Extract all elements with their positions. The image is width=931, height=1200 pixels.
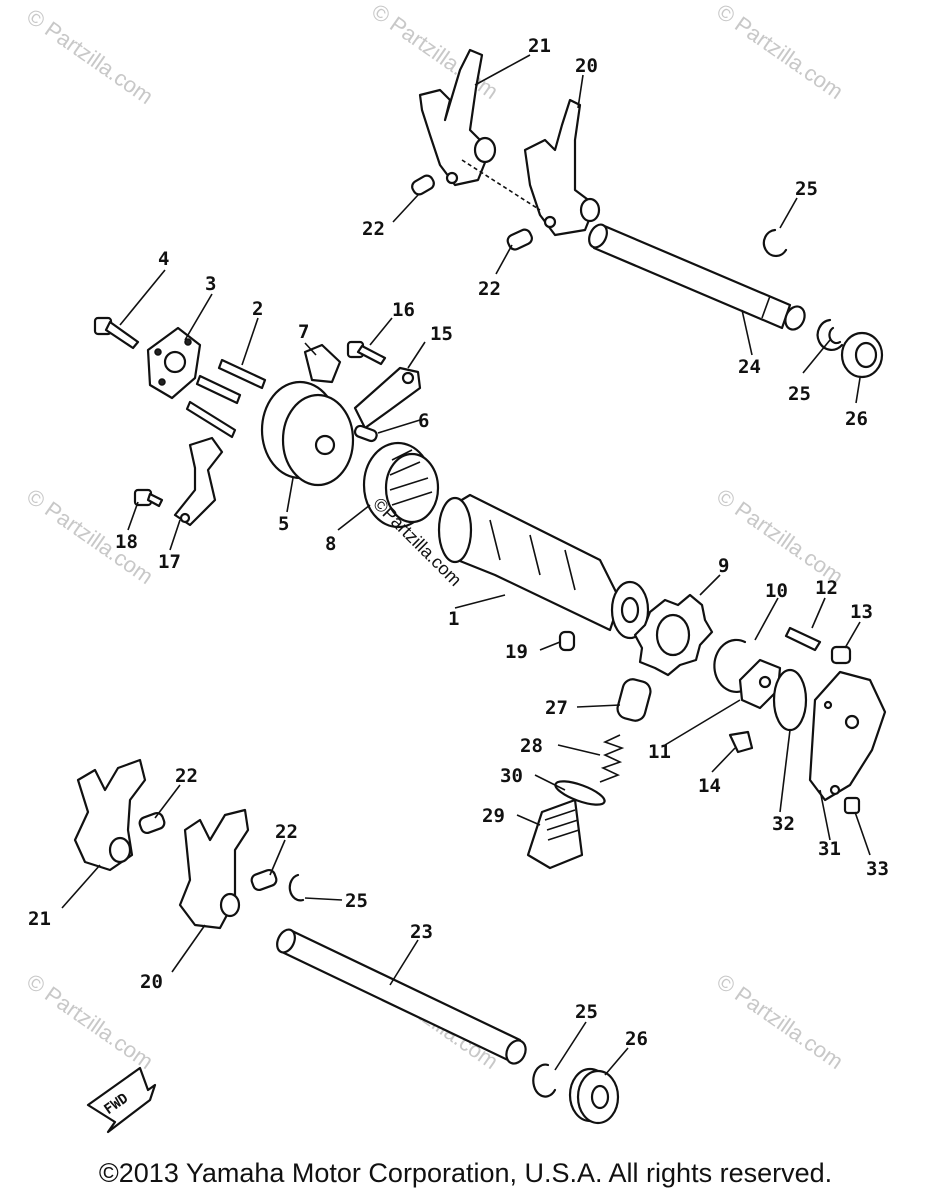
segment-9 bbox=[633, 593, 714, 677]
callout-2: 2 bbox=[252, 298, 263, 320]
callout-24: 24 bbox=[738, 356, 761, 378]
callout-20: 20 bbox=[140, 971, 163, 993]
shift-fork-shaft-24 bbox=[588, 223, 806, 331]
pin-2 bbox=[185, 358, 267, 439]
bolt-4 bbox=[93, 316, 140, 350]
shift-fork-20-bottom bbox=[178, 808, 250, 930]
screw-16 bbox=[346, 340, 387, 366]
callout-26: 26 bbox=[625, 1028, 648, 1050]
spring-28 bbox=[599, 734, 625, 783]
callout-9: 9 bbox=[718, 555, 729, 577]
washer-30 bbox=[554, 780, 606, 806]
watermark: © Partzilla.com bbox=[712, 0, 848, 104]
callout-27: 27 bbox=[545, 697, 568, 719]
watermark: © Partzilla.com bbox=[22, 969, 158, 1075]
callout-21: 21 bbox=[528, 35, 551, 57]
watermarks: © Partzilla.com © Partzilla.com © Partzi… bbox=[22, 0, 848, 1074]
callout-13: 13 bbox=[850, 601, 873, 623]
callout-22: 22 bbox=[362, 218, 385, 240]
callout-18: 18 bbox=[115, 531, 138, 553]
callout-12: 12 bbox=[815, 577, 838, 599]
shift-fork-21-top bbox=[418, 48, 497, 187]
pin-19 bbox=[558, 630, 576, 652]
callout-16: 16 bbox=[392, 299, 415, 321]
segment-plate-3 bbox=[146, 326, 202, 400]
callout-5: 5 bbox=[278, 513, 289, 535]
callout-33: 33 bbox=[866, 858, 889, 880]
callout-7: 7 bbox=[298, 321, 309, 343]
callout-20: 20 bbox=[575, 55, 598, 77]
callout-10: 10 bbox=[765, 580, 788, 602]
callout-30: 30 bbox=[500, 765, 523, 787]
callout-22: 22 bbox=[175, 765, 198, 787]
o-ring-32 bbox=[772, 668, 808, 732]
circlip-25-b bbox=[816, 318, 844, 351]
shift-fork-shaft-23 bbox=[276, 928, 527, 1065]
cover-31 bbox=[808, 670, 887, 802]
callout-15: 15 bbox=[430, 323, 453, 345]
callout-22: 22 bbox=[478, 278, 501, 300]
callout-28: 28 bbox=[520, 735, 543, 757]
callout-3: 3 bbox=[205, 273, 216, 295]
screw-33 bbox=[843, 796, 861, 815]
watermark: © Partzilla.com bbox=[22, 4, 158, 110]
callout-17: 17 bbox=[158, 551, 181, 573]
copyright-footer: ©2013 Yamaha Motor Corporation, U.S.A. A… bbox=[98, 1158, 833, 1188]
washer-26-top bbox=[840, 331, 884, 379]
circlip-25-d bbox=[532, 1063, 557, 1098]
plug-29 bbox=[526, 798, 584, 870]
callout-labels: 21 20 22 22 25 24 25 26 4 3 2 7 16 15 6 … bbox=[28, 35, 889, 1050]
callout-25: 25 bbox=[788, 383, 811, 405]
callout-26: 26 bbox=[845, 408, 868, 430]
pin-27 bbox=[616, 678, 652, 722]
shift-drum-1 bbox=[437, 493, 650, 640]
guide-pin-22-top-a bbox=[411, 174, 435, 196]
plug-13 bbox=[830, 645, 852, 665]
shift-fork-21-bottom bbox=[73, 758, 147, 872]
callout-25: 25 bbox=[575, 1001, 598, 1023]
callout-21: 21 bbox=[28, 908, 51, 930]
callout-4: 4 bbox=[158, 248, 169, 270]
callout-11: 11 bbox=[648, 741, 671, 763]
screw-18 bbox=[133, 488, 164, 508]
washer-26-bottom bbox=[568, 1067, 620, 1125]
shift-cam-5 bbox=[260, 380, 355, 487]
part-14 bbox=[728, 730, 754, 754]
guide-pin-22-top-b bbox=[506, 228, 533, 251]
callout-25: 25 bbox=[345, 890, 368, 912]
pin-6 bbox=[353, 424, 378, 443]
callout-25: 25 bbox=[795, 178, 818, 200]
pin-12 bbox=[784, 626, 822, 652]
guide-pin-22-bottom-b bbox=[250, 868, 278, 892]
circlip-25-a bbox=[762, 228, 788, 258]
callout-22: 22 bbox=[275, 821, 298, 843]
fwd-arrow-icon: FWD bbox=[86, 1066, 157, 1134]
leader-lines bbox=[61, 54, 871, 1076]
circlip-25-c bbox=[288, 873, 305, 902]
bearing-8 bbox=[362, 441, 440, 529]
callout-6: 6 bbox=[418, 410, 429, 432]
guide-pin-22-bottom-a bbox=[138, 811, 166, 835]
callout-14: 14 bbox=[698, 775, 721, 797]
watermark: © Partzilla.com bbox=[367, 0, 503, 104]
watermark: © Partzilla.com bbox=[712, 484, 848, 590]
callout-19: 19 bbox=[505, 641, 528, 663]
plate-17 bbox=[173, 436, 224, 527]
part-7 bbox=[303, 343, 342, 384]
callout-29: 29 bbox=[482, 805, 505, 827]
shift-fork-20-top bbox=[523, 98, 601, 237]
callout-8: 8 bbox=[325, 533, 336, 555]
watermark: © Partzilla.com bbox=[712, 969, 848, 1075]
callout-23: 23 bbox=[410, 921, 433, 943]
callout-1: 1 bbox=[448, 608, 459, 630]
callout-31: 31 bbox=[818, 838, 841, 860]
callout-32: 32 bbox=[772, 813, 795, 835]
stopper-lever-15 bbox=[353, 366, 422, 430]
